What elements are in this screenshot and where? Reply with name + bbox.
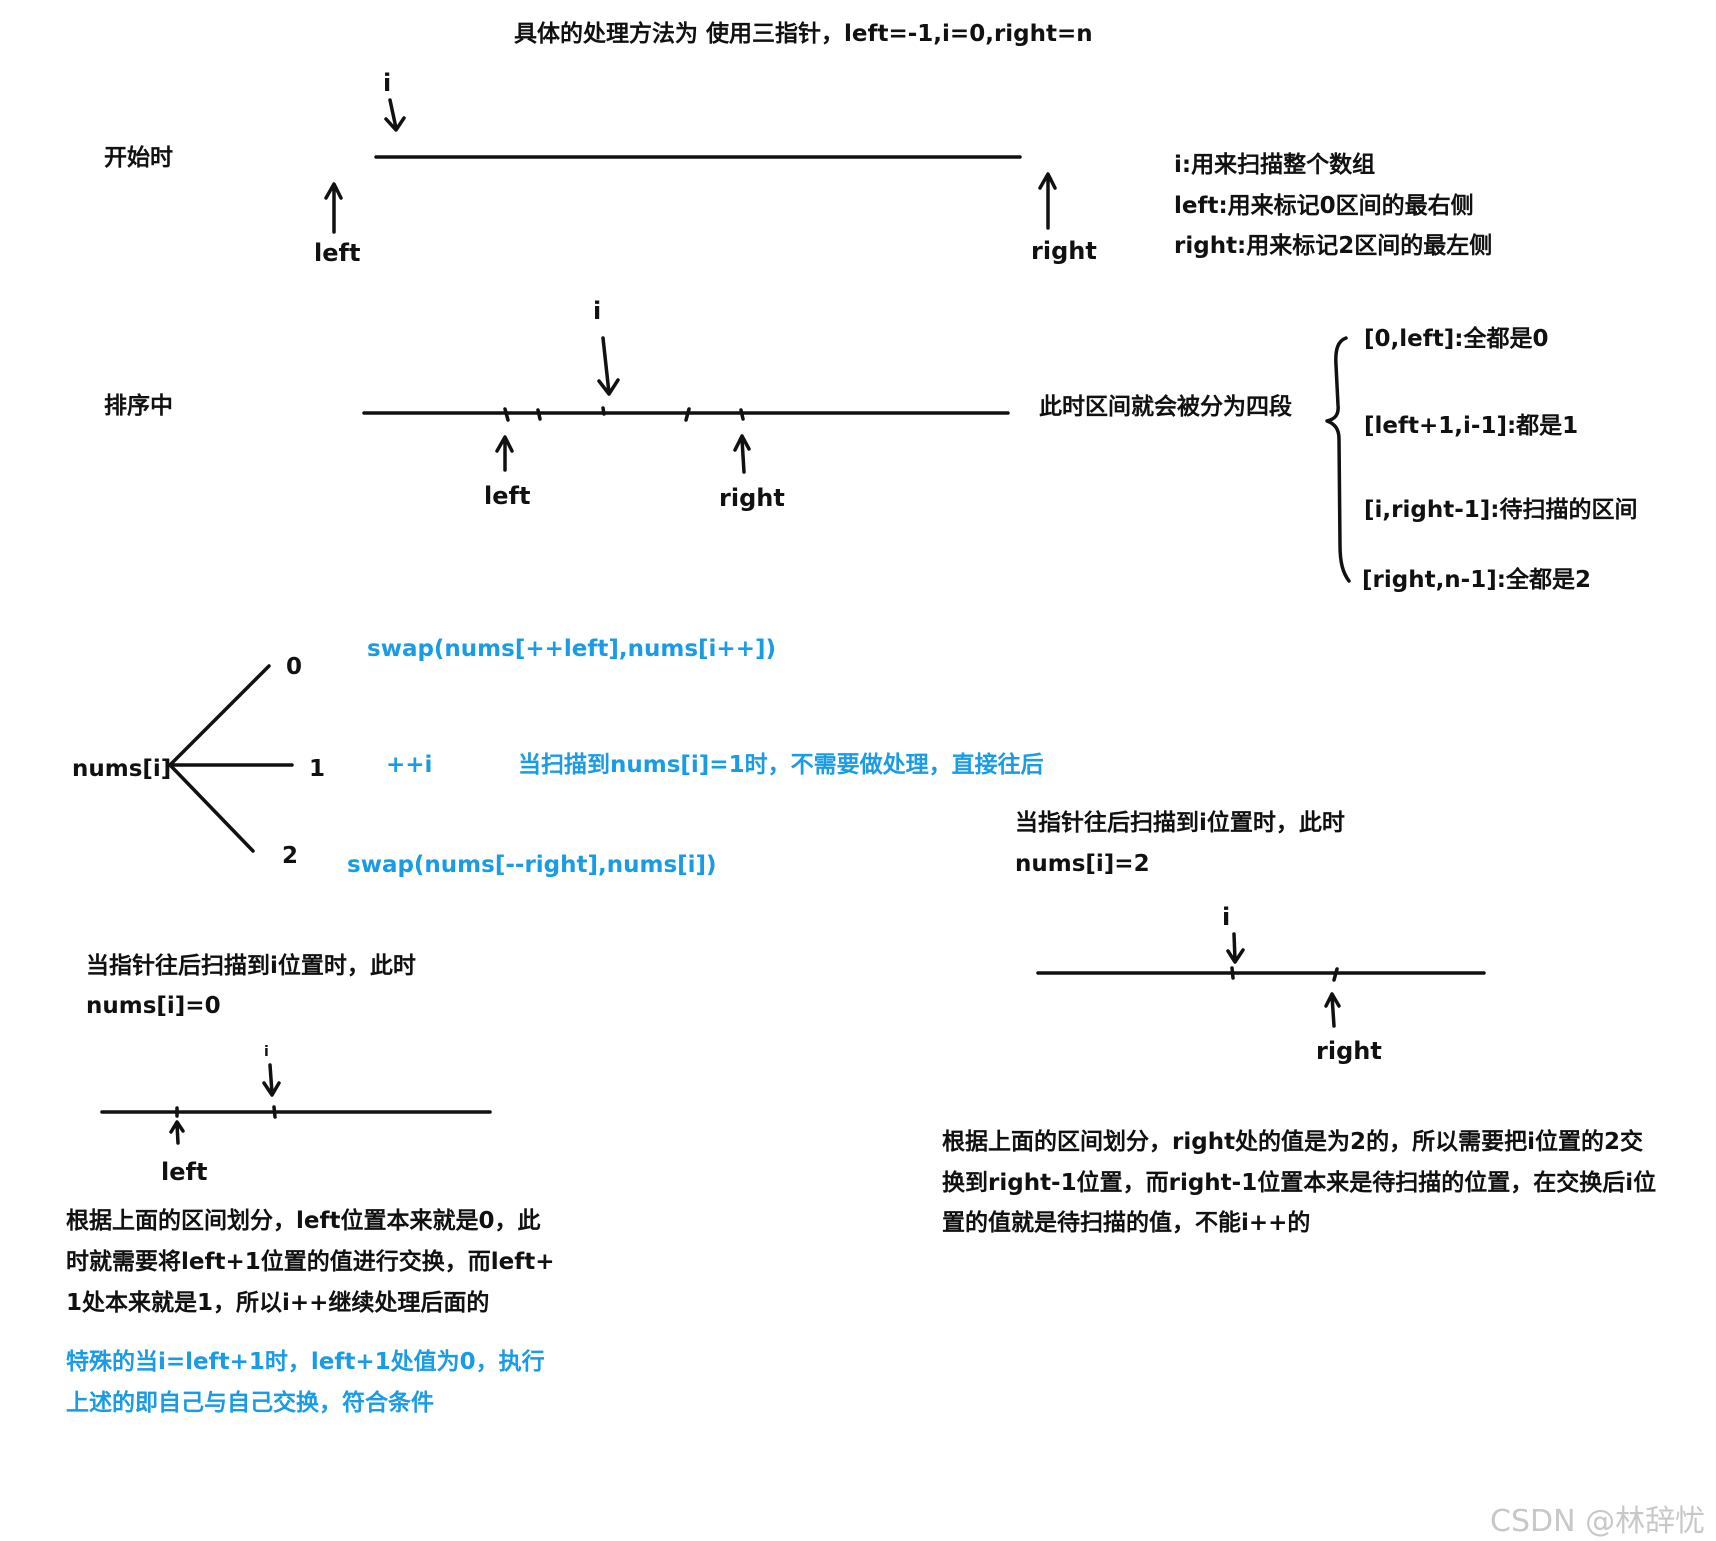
start-i-arrow (384, 98, 406, 132)
sorting-i-arrow (597, 336, 620, 396)
case2-explain-line: 根据上面的区间划分，right处的值是为2的，所以需要把i位置的2交 (942, 1129, 1643, 1155)
case0-special-line: 特殊的当i=left+1时，left+1处值为0，执行 (66, 1349, 545, 1375)
start-left-arrow (324, 182, 343, 234)
case0-left-label: left (161, 1158, 208, 1186)
sorting-tick (536, 408, 542, 421)
branch-0 (168, 664, 271, 767)
sorting-left-label: left (484, 482, 531, 510)
case2-i-label: i (1222, 903, 1231, 931)
case0-special-line: 上述的即自己与自己交换，符合条件 (66, 1390, 434, 1416)
sorting-left-arrow (495, 435, 514, 472)
case0-explain-line: 时就需要将left+1位置的值进行交换，而left+ (66, 1249, 555, 1275)
case0-explain-line: 1处本来就是1，所以i++继续处理后面的 (66, 1290, 490, 1316)
start-right-label: right (1031, 237, 1097, 265)
sorting-tick (739, 408, 745, 421)
case0-left-arrow (169, 1120, 185, 1145)
op-case-0: swap(nums[++left],nums[i++]) (367, 636, 776, 662)
sorting-label: 排序中 (104, 393, 173, 419)
branch-2 (168, 763, 255, 853)
pointer-note-i: i:用来扫描整个数组 (1174, 152, 1376, 178)
page-title: 具体的处理方法为 使用三指针，left=-1,i=0,right=n (514, 21, 1093, 47)
case2-right-label: right (1316, 1037, 1382, 1065)
sorting-tick (601, 406, 606, 416)
case2-i-arrow (1226, 932, 1245, 964)
op-case-2: swap(nums[--right],nums[i]) (347, 852, 717, 878)
branch-0-label: 0 (286, 654, 303, 680)
case2-explain-line: 换到right-1位置，而right-1位置本来是待扫描的位置，在交换后i位 (942, 1170, 1657, 1196)
sorting-tick (684, 407, 691, 422)
segment-twos: [right,n-1]:全都是2 (1362, 567, 1591, 593)
start-label: 开始时 (104, 145, 173, 171)
case2-explain-line: 置的值就是待扫描的值，不能i++的 (942, 1210, 1311, 1236)
sorting-i-label: i (593, 297, 602, 325)
case0-i-arrow (262, 1063, 281, 1097)
start-left-label: left (314, 239, 361, 267)
csdn-watermark: CSDN @林辞忧 (1490, 1504, 1706, 1539)
segment-ones: [left+1,i-1]:都是1 (1364, 413, 1579, 439)
op-case-1-note: 当扫描到nums[i]=1时，不需要做处理，直接往后 (518, 752, 1044, 778)
case0-tick (272, 1105, 277, 1119)
case0-i-label: i (264, 1044, 269, 1060)
case0-explain-line: 根据上面的区间划分，left位置本来就是0，此 (66, 1208, 541, 1234)
case0-subheading: nums[i]=0 (86, 993, 221, 1019)
four-segments-note: 此时区间就会被分为四段 (1039, 394, 1292, 420)
case2-tick (1230, 966, 1235, 980)
branch-2-label: 2 (282, 843, 299, 869)
sorting-right-arrow (733, 434, 751, 474)
case2-right-arrow (1324, 992, 1341, 1028)
segment-zeros: [0,left]:全都是0 (1364, 326, 1549, 352)
pointer-note-left: left:用来标记0区间的最右侧 (1174, 193, 1474, 219)
start-i-label: i (383, 69, 392, 97)
case2-tick (1332, 967, 1339, 982)
sorting-right-label: right (719, 484, 785, 512)
op-case-1: ++i (386, 752, 433, 778)
start-right-arrow (1038, 172, 1057, 230)
tree-root: nums[i] (72, 756, 172, 782)
pointer-note-right: right:用来标记2区间的最左侧 (1174, 233, 1493, 259)
case0-heading: 当指针往后扫描到i位置时，此时 (86, 953, 416, 979)
case2-subheading: nums[i]=2 (1015, 851, 1150, 877)
case2-heading: 当指针往后扫描到i位置时，此时 (1015, 810, 1345, 836)
branch-1-label: 1 (309, 756, 326, 782)
sorting-tick (503, 407, 510, 422)
segments-brace (1325, 336, 1351, 583)
segment-unscanned: [i,right-1]:待扫描的区间 (1364, 497, 1638, 523)
